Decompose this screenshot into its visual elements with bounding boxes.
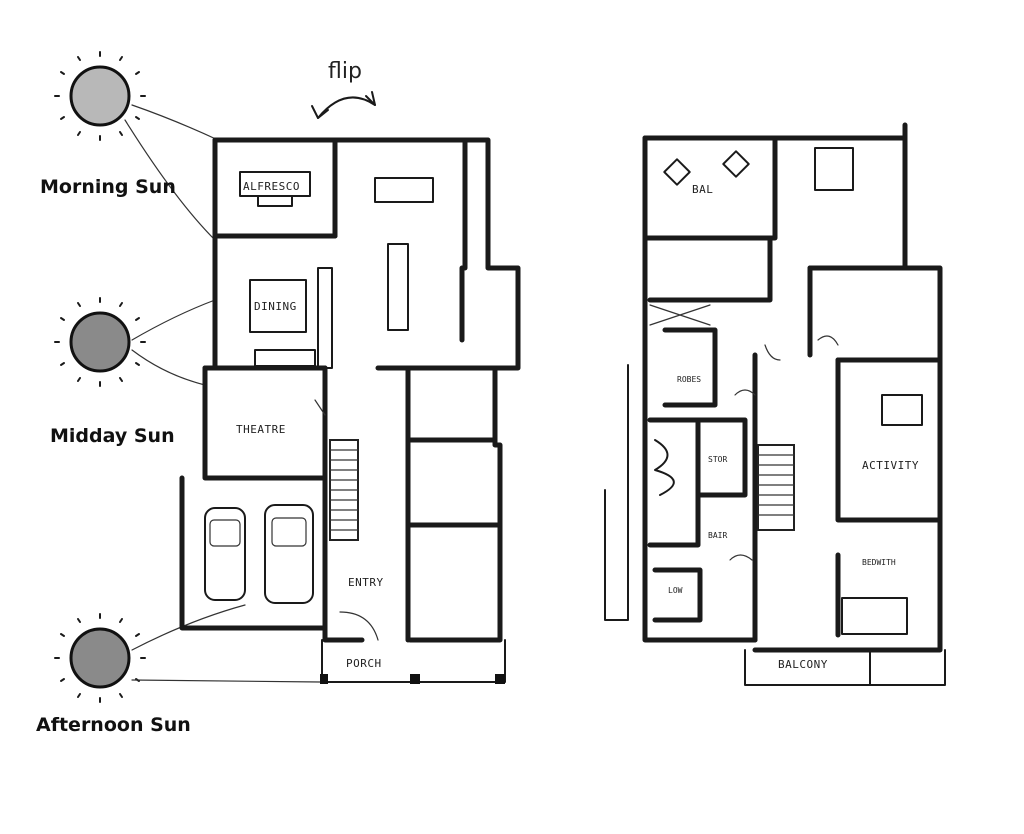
stairs-icon [329,439,359,541]
room-label-bedroom: BEDWITH [862,558,896,567]
room-label-alfresco: ALFRESCO [243,180,300,193]
flip-arrow-icon [311,91,376,119]
midday-sun-icon [54,297,146,387]
afternoon-sun-label: Afternoon Sun [36,714,191,736]
room-label-theatre: THEATRE [236,423,286,436]
room-label-dining: DINING [254,300,297,313]
chair-icon [663,158,691,186]
room-label-balcony: BALCONY [778,658,828,671]
car-icon [264,504,314,604]
stairs-icon [757,444,795,531]
room-label-activity: ACTIVITY [862,459,919,472]
chair-icon [722,150,750,178]
morning-sun-label: Morning Sun [40,176,176,198]
room-label-bal: BAL [692,183,713,196]
room-label-porch: PORCH [346,657,382,670]
room-label-entry: ENTRY [348,576,384,589]
car-icon [204,507,246,601]
flip-label: flip [328,59,362,84]
sun-direction-lines [124,104,321,683]
morning-sun-icon [54,51,146,141]
midday-sun-label: Midday Sun [50,425,175,447]
room-label-stor: STOR [708,455,727,464]
afternoon-sun-icon [54,613,146,703]
room-label-robes: ROBES [677,375,701,384]
upper-floor-plan: BAL ROBES STOR BAIR ACTIVITY BEDWITH LOW… [604,122,946,686]
room-label-wc: LOW [668,586,683,595]
room-label-bair: BAIR [708,531,727,540]
ground-floor-plan: ALFRESCO DINING THEATRE ENTRY PORCH [179,137,521,684]
